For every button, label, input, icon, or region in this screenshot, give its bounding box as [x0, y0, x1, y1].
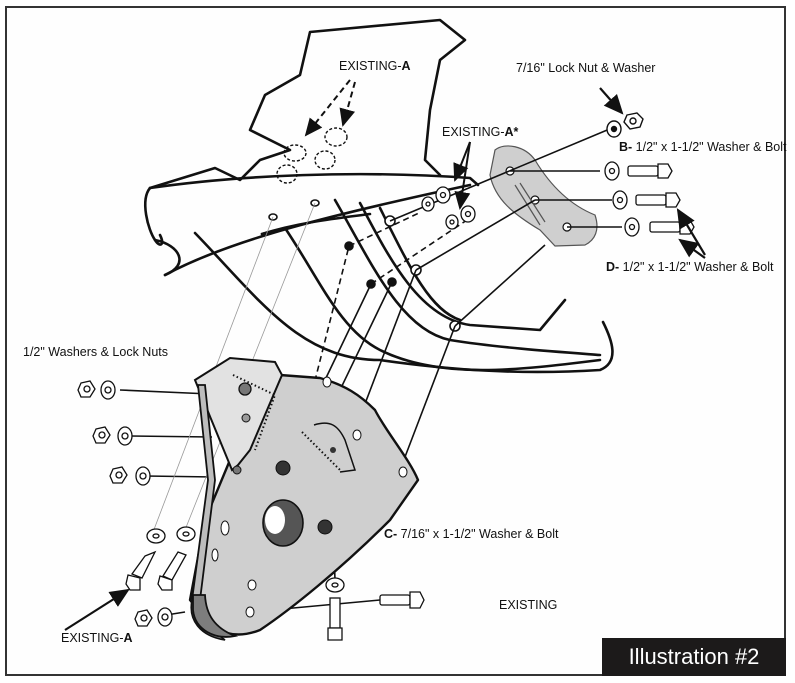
- left-lock-nuts: [77, 380, 173, 627]
- label-c-bolt: C- 7/16" x 1-1/2" Washer & Bolt: [384, 527, 559, 541]
- bolt-set-right: [604, 161, 695, 237]
- label-washers-lock-nuts: 1/2" Washers & Lock Nuts: [23, 345, 169, 359]
- label-d-bolt: D- 1/2" x 1-1/2" Washer & Bolt: [606, 260, 774, 274]
- bolt-d-arrows: [676, 208, 706, 259]
- existing-a-star-hardware: [421, 186, 476, 230]
- c-bolt-set: [325, 577, 425, 641]
- existing-a-hardware-top: [276, 127, 348, 184]
- fender-holes: [268, 199, 461, 332]
- label-b-bolt: B- 1/2" x 1-1/2" Washer & Bolt: [619, 140, 787, 154]
- label-existing: EXISTING: [499, 598, 558, 612]
- label-existing-a-top: EXISTING-A: [339, 59, 411, 73]
- label-existing-a-bottom: EXISTING-A: [61, 631, 133, 645]
- illustration-title-badge: Illustration #2: [602, 638, 786, 676]
- lock-nut-washer: [606, 112, 644, 138]
- existing-a-arrows: [304, 79, 356, 137]
- lock-nut-arrow: [599, 87, 624, 115]
- illustration-frame: [5, 6, 786, 676]
- mounting-bracket-plate: [188, 356, 420, 641]
- existing-a-bottom-arrow: [64, 588, 130, 631]
- existing-a-bolts-bottom: [125, 526, 196, 591]
- label-existing-a-star: EXISTING-A*: [442, 125, 519, 139]
- label-lock-nut-washer: 7/16" Lock Nut & Washer: [516, 61, 656, 75]
- small-rear-plate: [489, 145, 598, 247]
- existing-a-star-arrows: [453, 141, 471, 210]
